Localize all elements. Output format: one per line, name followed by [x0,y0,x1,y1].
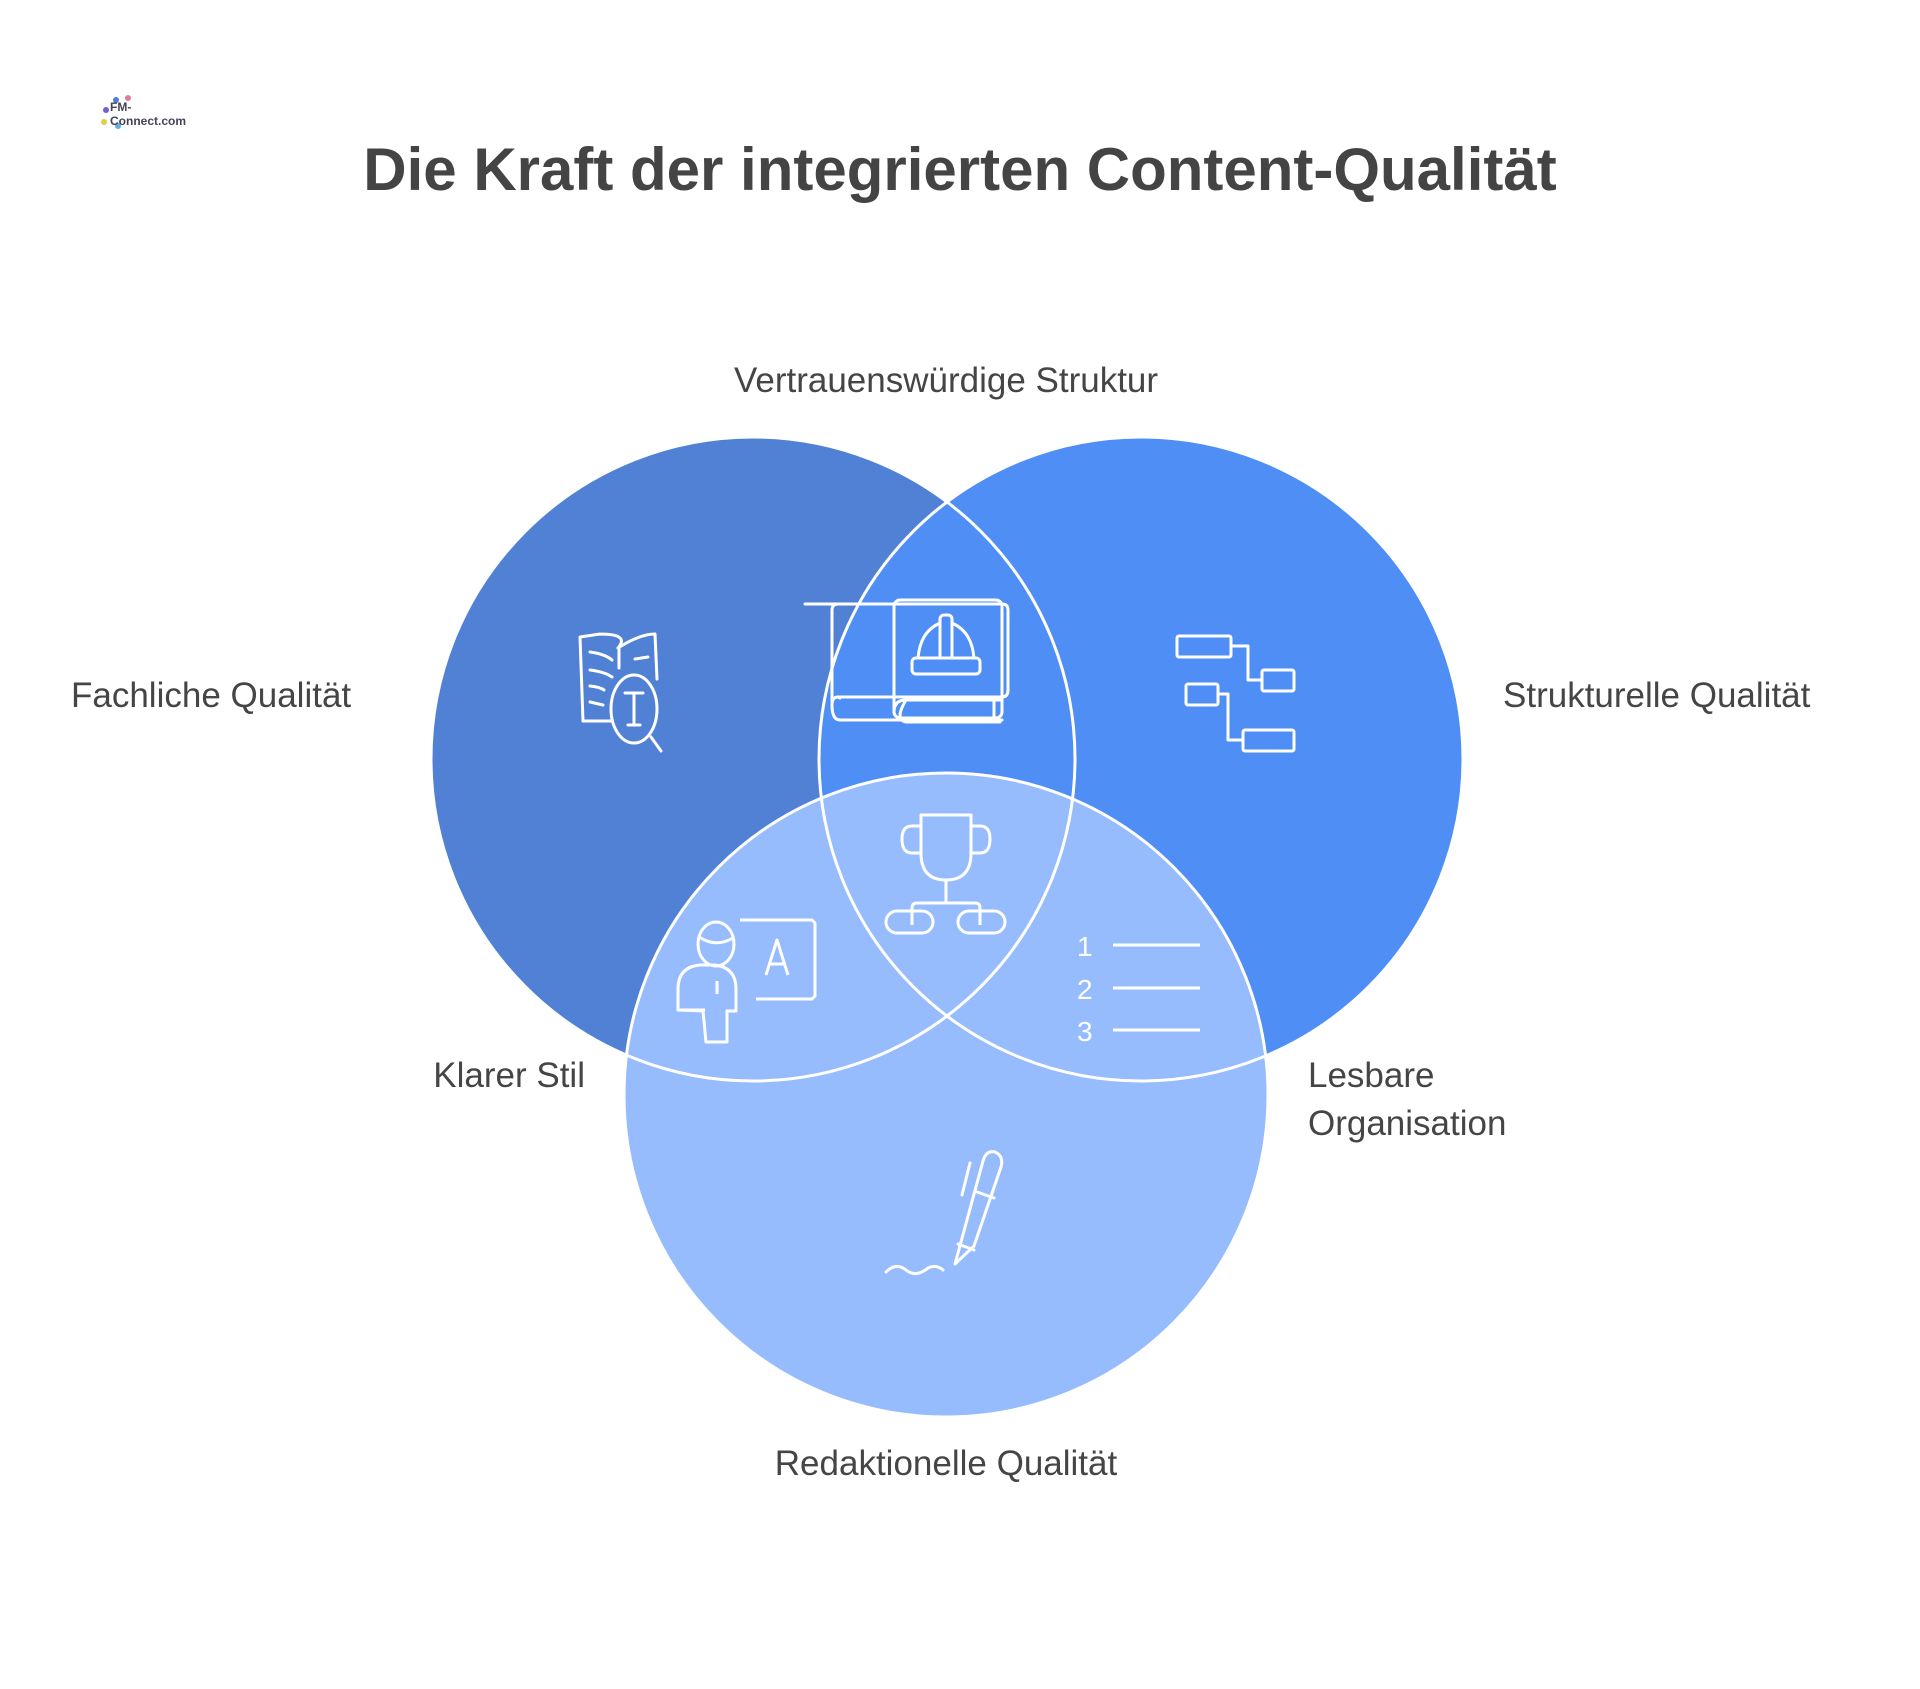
label-right-bottom-line2: Organisation [1308,1104,1507,1143]
logo-text: FM-Connect.com [110,100,187,128]
label-left-bottom-intersection: Klarer Stil [433,1056,585,1095]
label-left-set: Fachliche Qualität [71,676,352,715]
manual-helmet-icon [803,602,1010,722]
label-left-right-intersection: Vertrauenswürdige Struktur [733,361,1159,400]
label-right-bottom-line1: Lesbare [1308,1056,1435,1095]
pen-signature-icon [884,1150,1004,1275]
list-number: 2 [1077,974,1093,1005]
logo: FM-Connect.com [98,92,186,132]
set-circle-bottom [624,773,1268,1417]
logo-graphic-icon [101,95,131,129]
list-number: 3 [1077,1016,1093,1047]
label-right-set: Strukturelle Qualität [1503,676,1811,715]
teacher-icon [676,918,817,1044]
trophy-hierarchy-icon [884,813,1007,935]
flowchart-icon [1175,634,1296,753]
page-title: Die Kraft der integrierten Content-Quali… [363,136,1557,203]
list-number: 1 [1077,931,1093,962]
numbered-list-icon [1113,943,1200,1032]
helmet-icon [892,598,1004,724]
label-bottom-set: Redaktionelle Qualität [774,1444,1118,1483]
book-search-icon [578,632,663,753]
